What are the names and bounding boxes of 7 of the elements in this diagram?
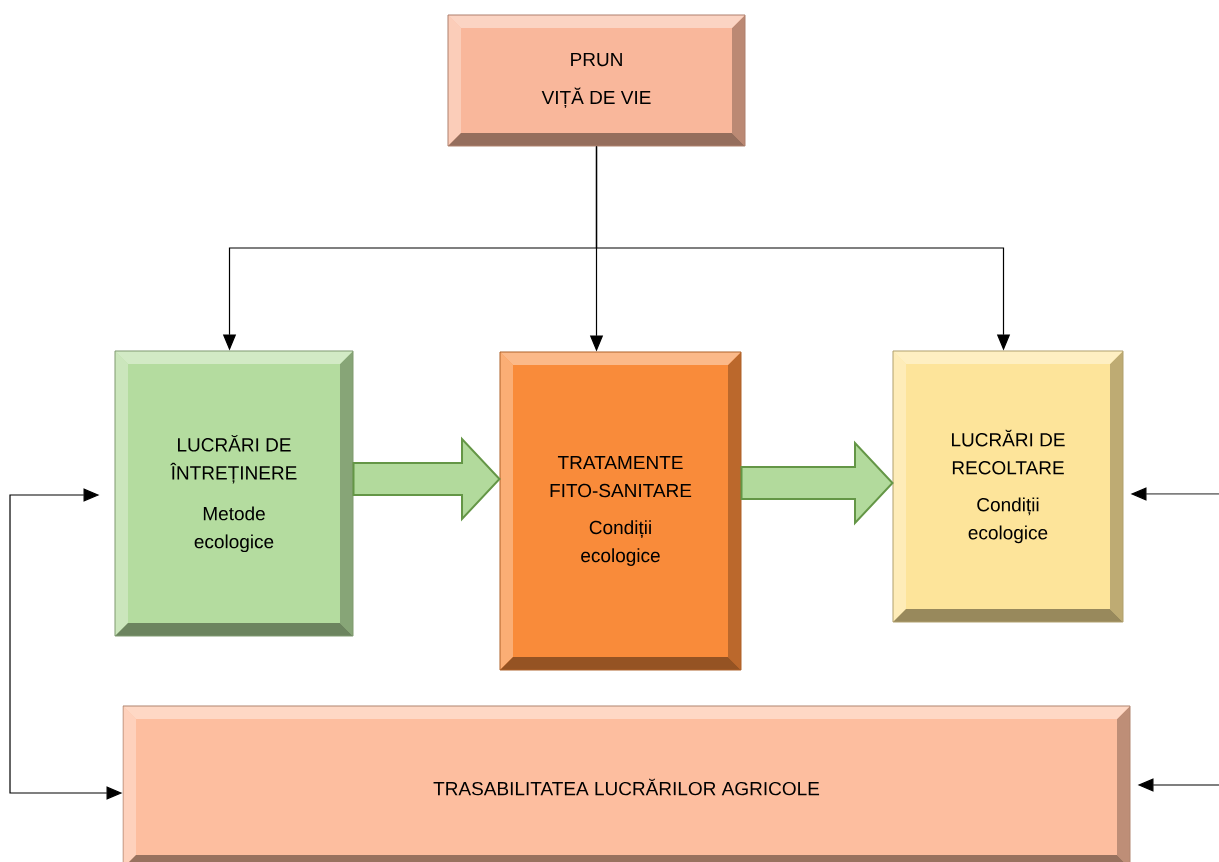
process-box: TRATAMENTE FITO-SANITARE Condiții ecologice [499, 351, 742, 671]
traceability-bar: TRASABILITATEA LUCRĂRILOR AGRICOLE [122, 705, 1131, 862]
block-arrow [352, 436, 501, 522]
species-box: PRUN VIȚĂ DE VIE [447, 14, 746, 147]
process-box: LUCRĂRI DE ÎNTREȚINERE Metode ecologice [114, 350, 354, 637]
block-arrow [740, 440, 894, 526]
process-box: LUCRĂRI DE RECOLTARE Condiții ecologice [892, 350, 1124, 623]
